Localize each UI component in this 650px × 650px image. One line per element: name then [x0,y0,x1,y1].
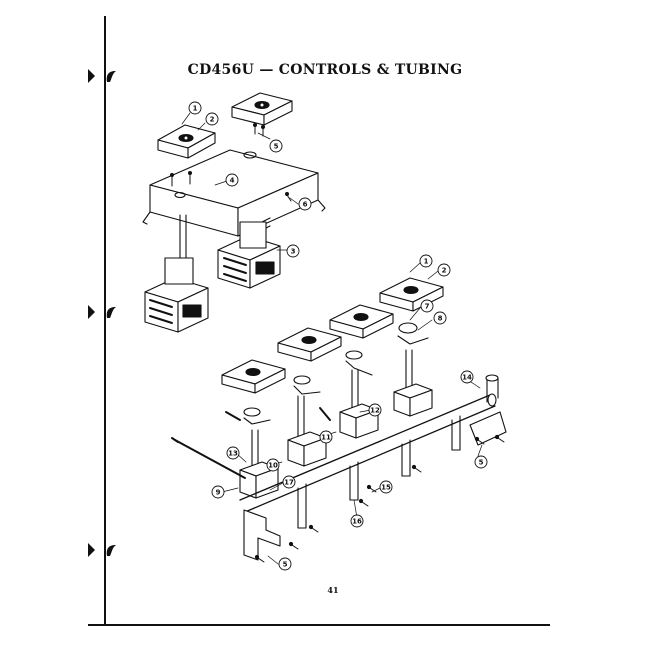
page-title: CD456U — CONTROLS & TUBING [187,62,463,78]
control-plate-upper-right [231,92,293,126]
callout-5-upper: 5 [269,139,283,153]
page-number: 41 [327,585,339,595]
callout-3: 3 [286,244,300,258]
callout-16: 16 [350,514,364,528]
page-bottom-rule [88,624,550,626]
callout-9: 9 [211,485,225,499]
svg-text:10: 10 [268,462,278,470]
part-callouts: 1 2 5 4 6 3 1 2 7 8 14 12 11 10 13 9 17 … [188,101,488,571]
svg-text:4: 4 [230,177,235,185]
gas-valve-4 [393,322,433,417]
svg-text:2: 2 [210,116,215,124]
callout-2-upper: 2 [205,112,219,126]
valve-plate-2 [277,327,342,362]
callout-6: 6 [298,197,312,211]
binding-margin-line [104,16,106,626]
burner-module-left [144,214,209,333]
callout-8: 8 [433,311,447,325]
callout-2-lower: 2 [437,263,451,277]
callout-5-bottom: 5 [278,557,292,571]
binder-hole-marker-middle [88,302,118,322]
callout-11: 11 [319,430,333,444]
binder-hole-marker-bottom [88,540,118,560]
svg-text:9: 9 [216,489,221,497]
callout-13: 13 [226,446,240,460]
svg-text:8: 8 [438,315,443,323]
svg-text:7: 7 [425,303,430,311]
svg-text:5: 5 [479,459,484,467]
svg-text:17: 17 [284,479,294,487]
svg-text:5: 5 [283,561,288,569]
svg-text:13: 13 [228,450,238,458]
svg-text:16: 16 [352,518,362,526]
callout-7: 7 [420,299,434,313]
callout-5-right: 5 [474,455,488,469]
valve-plate-4 [379,277,444,312]
svg-text:5: 5 [274,143,279,151]
manifold-pipe [239,374,507,513]
gas-valve-3 [339,350,379,439]
callout-1-upper: 1 [188,101,202,115]
svg-text:11: 11 [321,434,331,442]
screws-lower [254,434,505,563]
binder-hole-marker-top [88,66,118,86]
mounting-bracket-bottom [243,509,281,561]
burner-module-right [217,217,281,289]
control-plate-upper-left [157,124,216,159]
callout-14: 14 [460,370,474,384]
svg-text:6: 6 [303,201,308,209]
svg-text:1: 1 [193,105,198,113]
callout-10: 10 [266,458,280,472]
callout-4: 4 [225,173,239,187]
leader-lines [181,112,483,565]
valve-plate-1 [221,359,286,394]
gas-valve-2 [287,375,331,467]
gas-tube-13 [171,437,246,479]
callout-17: 17 [282,475,296,489]
burner-housing-cover [142,149,326,237]
callout-12: 12 [368,403,382,417]
svg-text:2: 2 [442,267,447,275]
callout-15: 15 [379,480,393,494]
screws-upper [170,123,292,202]
svg-text:15: 15 [381,484,391,492]
callout-1-lower: 1 [419,254,433,268]
svg-text:1: 1 [424,258,429,266]
svg-text:14: 14 [462,374,472,382]
svg-text:3: 3 [291,248,296,256]
valve-plate-3 [329,304,394,339]
svg-text:12: 12 [370,407,380,415]
